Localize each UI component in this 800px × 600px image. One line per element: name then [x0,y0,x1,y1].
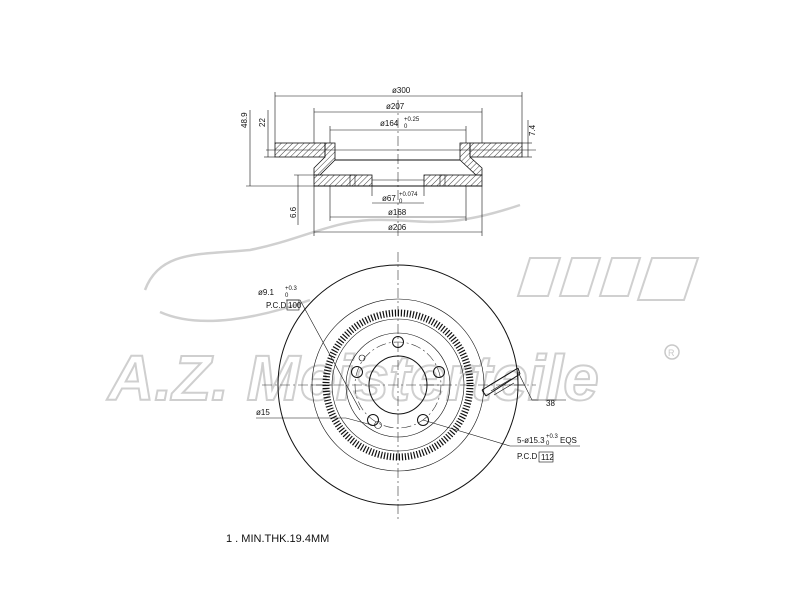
dim-206: ø206 [388,223,407,232]
watermark-swoosh [143,203,521,323]
watermark-brand: A.Z. Meisterteile [106,342,599,414]
dim-6-6: 6.6 [289,206,298,218]
hat-outer-circle [331,318,465,452]
dim-300: ø300 [392,86,411,95]
watermark-stripes [516,257,700,301]
bolt-holes-suffix: EQS [560,436,577,445]
bolt-holes [351,336,445,426]
bolt-hole [351,366,363,378]
dim-7-4: 7.4 [528,124,537,136]
bolt-holes-spec: 5-ø15.3 [517,436,545,445]
hole-15: ø15 [256,408,270,417]
side-hole-right [439,174,446,187]
wear-slot-hatch [487,373,515,396]
locating-hole [374,421,382,429]
dim-67-tol-lower: 0 [399,199,403,205]
pcd-label-2: P.C.D [517,452,538,461]
hat-inner-circle [345,332,451,438]
leader-38 [517,371,566,401]
watermark: A.Z. Meisterteile R [105,203,700,415]
dim-164: ø164 [380,119,399,128]
pcd-circle [354,341,442,429]
pcd-box-2 [538,451,554,463]
hat-flange-left [313,174,373,187]
dim-164-tol-upper: +0.25 [404,117,420,123]
dim-38: 38 [546,399,555,408]
leader-bolt-holes [422,419,580,447]
dim-67: ø67 [382,194,396,203]
registered-mark-letter: R [668,348,675,358]
pcd-label-1: P.C.D [266,301,287,310]
side-hole-left [349,174,356,187]
dim-164-tol-lower: 0 [404,124,408,130]
hole-9-1-tol-upper: +0.3 [285,286,298,292]
min-thickness-note: 1 . MIN.THK.19.4MM [226,533,329,545]
disc-outer-edge [277,264,519,506]
bolt-hole [392,336,404,348]
hole-9-1: ø9.1 [258,288,275,297]
bolt-hole [417,414,429,426]
side-view: ø300 ø207 ø164 +0.25 0 ø67 +0.074 0 ø168… [240,86,537,238]
dim-207: ø207 [386,102,405,111]
hole-9-1-tol-lower: 0 [285,293,289,299]
front-view: ø9.1 +0.3 0 P.C.D 100 ø15 38 5-ø15.3 +0.… [256,252,580,520]
dim-22: 22 [258,118,267,127]
leader-15 [256,417,373,426]
bolt-hole [367,414,379,426]
locating-hole [358,354,366,362]
pcd-value-2: 112 [541,453,554,462]
dim-48-9: 48.9 [240,112,249,128]
bolt-hole [433,366,445,378]
registered-mark-icon [664,344,680,360]
friction-ring-inner-edge [311,298,485,472]
dim-67-tol-upper: +0.074 [399,192,418,198]
dim-168: ø168 [388,208,407,217]
pcd-value-1: 100 [288,301,302,310]
pcd-box-1 [286,299,300,311]
bolt-holes-tol-lower: 0 [546,441,550,447]
hat-flange-right [423,174,483,187]
abs-tone-ring [322,309,474,461]
bolt-holes-tol-upper: +0.3 [546,434,559,440]
center-bore-circle [368,355,428,415]
